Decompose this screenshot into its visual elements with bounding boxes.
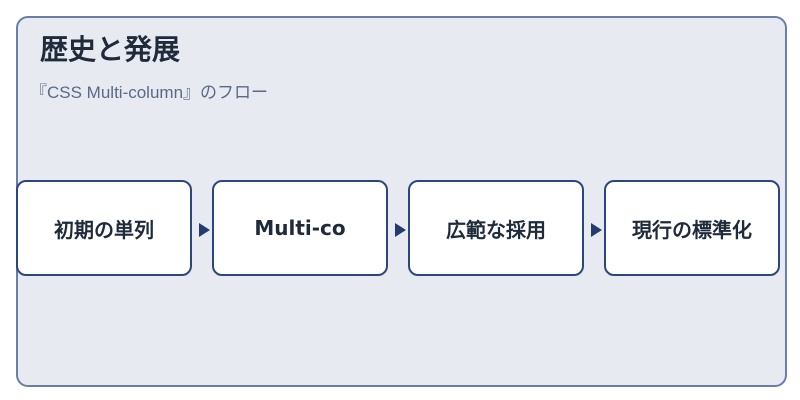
flow-step-label: 現行の標準化: [632, 217, 752, 242]
flow-step-3: 広範な採用: [408, 180, 584, 276]
page-subtitle: 『CSS Multi-column』のフロー: [30, 83, 269, 102]
flow-step-label: Multi-co: [254, 216, 346, 240]
arrow-right-icon: [591, 223, 602, 237]
arrow-right-icon: [199, 223, 210, 237]
flow-step-label: 広範な採用: [446, 217, 546, 242]
flow-step-1: 初期の単列: [16, 180, 192, 276]
flow-step-4: 現行の標準化: [604, 180, 780, 276]
page-title: 歴史と発展: [40, 33, 181, 66]
arrow-right-icon: [395, 223, 406, 237]
flow-step-2: Multi-co: [212, 180, 388, 276]
flow-step-label: 初期の単列: [54, 217, 154, 242]
